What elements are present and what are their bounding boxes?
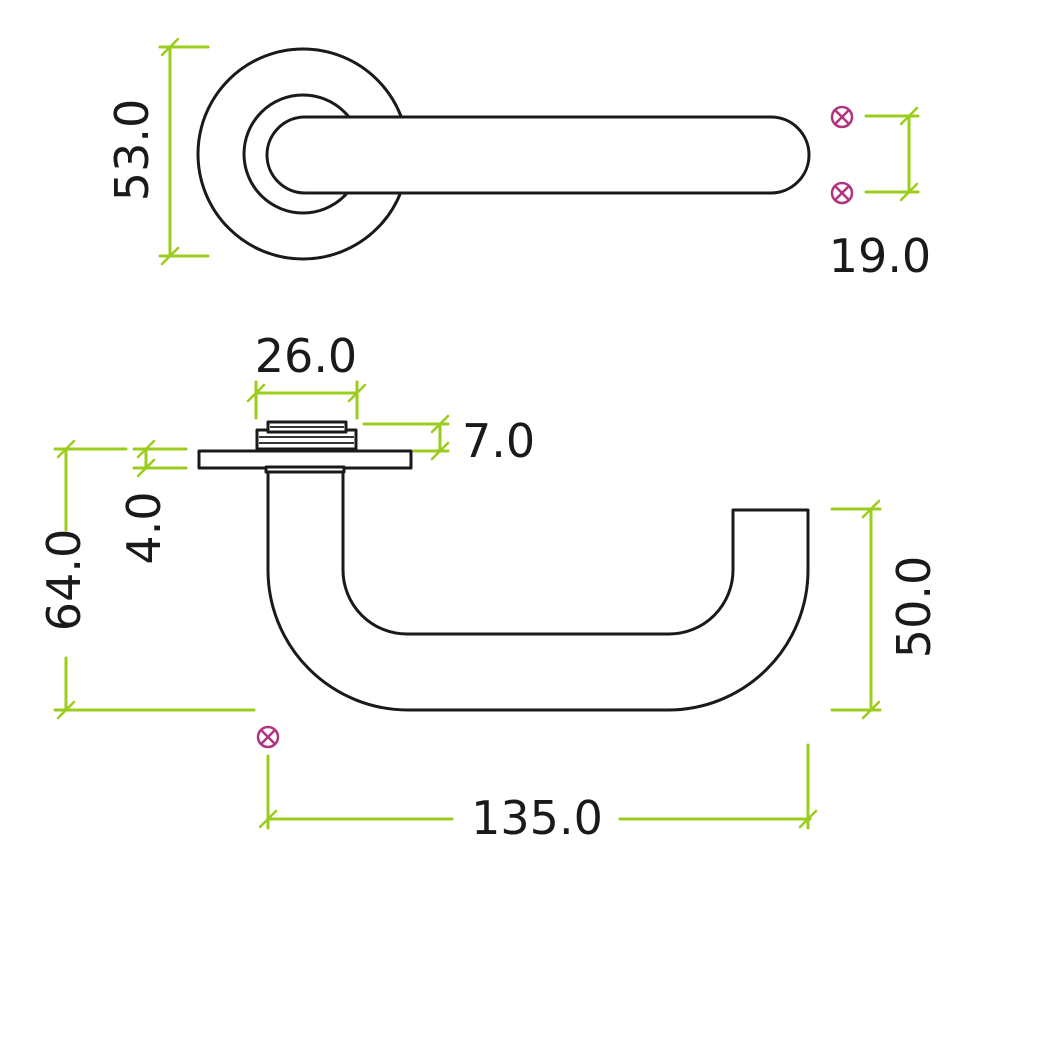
dimension-projection: 135.0	[258, 743, 818, 845]
dimension-label-projection: 135.0	[471, 791, 603, 845]
circled-x-icon	[830, 105, 854, 129]
dimension-rose-thickness: 4.0	[117, 439, 188, 565]
dimension-label-lever-width: 19.0	[829, 229, 931, 283]
top-view	[196, 47, 811, 261]
lever-top-outline	[265, 115, 811, 195]
dimension-total-height: 64.0	[37, 439, 256, 720]
dimension-label-spindle-height: 7.0	[462, 414, 535, 468]
dimension-label-lever-drop: 50.0	[887, 556, 941, 658]
circled-x-icon	[256, 725, 280, 749]
dimension-label-total-height: 64.0	[37, 529, 91, 631]
rose-plate	[197, 449, 413, 470]
neck-collar	[264, 465, 346, 474]
side-view	[197, 420, 810, 712]
dimension-spindle-height: 7.0	[362, 414, 535, 468]
dimension-lever-width: 19.0	[829, 106, 931, 283]
circled-x-icon	[830, 181, 854, 205]
dimension-label-rose-thickness: 4.0	[117, 491, 171, 564]
dimension-label-rose-diameter: 53.0	[105, 99, 159, 201]
dimension-label-spindle-width: 26.0	[255, 329, 357, 383]
lever-side-outline	[266, 470, 810, 712]
dimension-lever-drop: 50.0	[830, 499, 941, 720]
dimension-spindle-width: 26.0	[246, 329, 367, 420]
dimension-rose-diameter: 53.0	[105, 37, 210, 266]
